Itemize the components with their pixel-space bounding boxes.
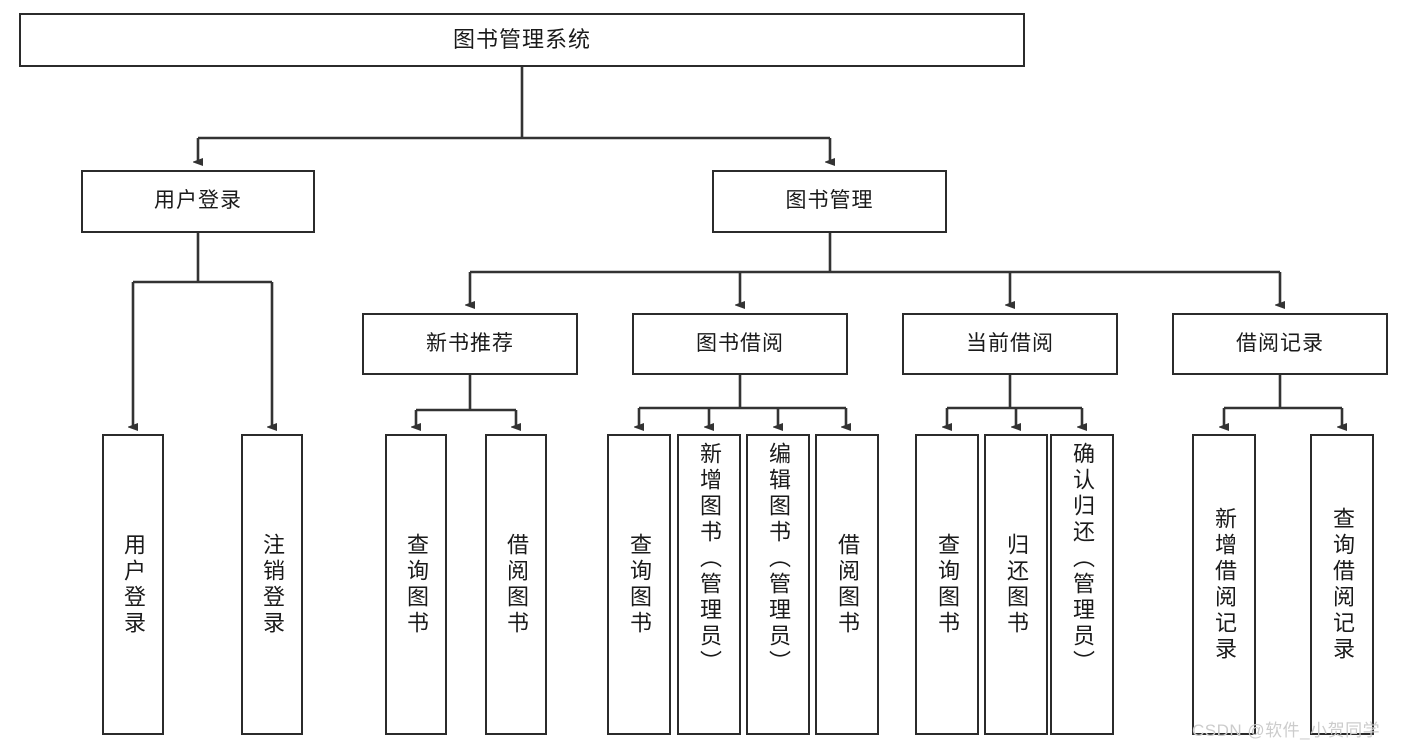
node-label: 借阅图书 <box>835 532 860 637</box>
node-current-borrow[interactable]: 当前借阅 <box>902 313 1118 375</box>
node-leaf-query-book-recommend[interactable]: 查询图书 <box>385 434 447 735</box>
node-leaf-query-borrow-record[interactable]: 查询借阅记录 <box>1310 434 1374 735</box>
node-label: 注销登录 <box>260 532 285 637</box>
node-label: 用户登录 <box>154 189 242 213</box>
node-label: 确认归还（管理员） <box>1070 442 1095 676</box>
node-label: 用户登录 <box>121 532 146 637</box>
node-leaf-add-book[interactable]: 新增图书（管理员） <box>677 434 741 735</box>
node-label: 查询借阅记录 <box>1330 506 1355 663</box>
node-book-borrow[interactable]: 图书借阅 <box>632 313 848 375</box>
node-user-login[interactable]: 用户登录 <box>81 170 315 233</box>
node-label: 图书管理系统 <box>452 27 591 53</box>
node-label: 查询图书 <box>627 532 652 637</box>
node-label: 查询图书 <box>935 532 960 637</box>
node-label: 新书推荐 <box>426 331 514 355</box>
node-label: 借阅记录 <box>1236 331 1324 355</box>
node-leaf-logout-login[interactable]: 注销登录 <box>241 434 303 735</box>
node-new-book-recommend[interactable]: 新书推荐 <box>362 313 578 375</box>
node-label: 新增借阅记录 <box>1212 506 1237 663</box>
node-root-book-management-system[interactable]: 图书管理系统 <box>19 13 1025 67</box>
node-leaf-borrow-book-recommend[interactable]: 借阅图书 <box>485 434 547 735</box>
node-leaf-edit-book[interactable]: 编辑图书（管理员） <box>746 434 810 735</box>
node-label: 借阅图书 <box>504 532 529 637</box>
node-leaf-user-login[interactable]: 用户登录 <box>102 434 164 735</box>
node-leaf-confirm-return[interactable]: 确认归还（管理员） <box>1050 434 1114 735</box>
node-label: 查询图书 <box>404 532 429 637</box>
node-leaf-add-borrow-record[interactable]: 新增借阅记录 <box>1192 434 1256 735</box>
node-book-management[interactable]: 图书管理 <box>712 170 947 233</box>
node-leaf-query-book-borrow[interactable]: 查询图书 <box>607 434 671 735</box>
node-borrow-record[interactable]: 借阅记录 <box>1172 313 1388 375</box>
node-label: 当前借阅 <box>966 331 1054 355</box>
csdn-watermark: CSDN @软件_小贺同学 <box>1192 721 1381 740</box>
node-leaf-return-book[interactable]: 归还图书 <box>984 434 1048 735</box>
node-leaf-borrow-book[interactable]: 借阅图书 <box>815 434 879 735</box>
node-label: 图书借阅 <box>696 331 784 355</box>
node-label: 图书管理 <box>785 189 874 213</box>
node-label: 编辑图书（管理员） <box>766 442 791 676</box>
node-label: 新增图书（管理员） <box>697 442 722 676</box>
node-label: 归还图书 <box>1004 532 1029 637</box>
node-leaf-query-book-current[interactable]: 查询图书 <box>915 434 979 735</box>
